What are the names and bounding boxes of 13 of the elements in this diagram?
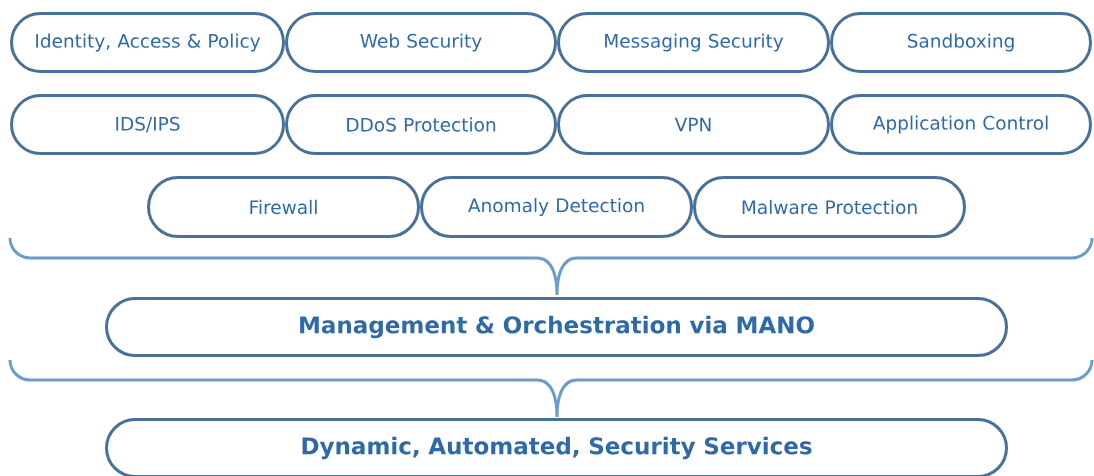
pill-box: Sandboxing [830,12,1092,73]
pill-box: Application Control [830,94,1092,155]
pill-box: Management & Orchestration via MANO [105,297,1008,357]
pill-box: Dynamic, Automated, Security Services [105,418,1008,476]
pill-box: Messaging Security [557,12,830,73]
pill-box: DDoS Protection [285,94,557,155]
pill-box: Web Security [285,12,557,73]
pill-box: Identity, Access & Policy [10,12,285,73]
pill-box: VPN [557,94,830,155]
pill-box: Anomaly Detection [420,176,693,238]
pill-box: IDS/IPS [10,94,285,155]
pill-box: Firewall [147,176,420,238]
pill-box: Malware Protection [693,176,966,238]
